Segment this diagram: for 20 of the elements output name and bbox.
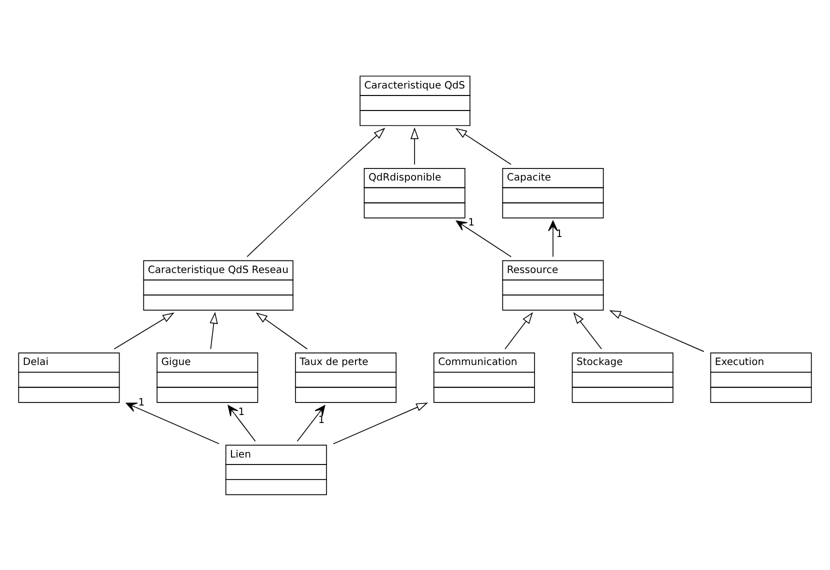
arrow [573,312,602,350]
edge-label: 1 [318,414,325,426]
arrow [126,402,220,444]
arrow [210,312,218,350]
arrow [548,220,558,258]
arrow [504,312,533,350]
edge-label: 1 [468,218,474,229]
arrow [256,312,308,350]
arrow [228,405,256,442]
edge-label: 1 [138,397,145,408]
arrow [114,312,174,350]
arrow [332,402,428,444]
arrow [455,128,512,165]
arrow [296,405,326,442]
arrow [456,220,512,258]
arrow [609,310,704,352]
edge-label: 1 [556,229,563,240]
arrow [410,127,419,165]
arrow [246,128,386,258]
edge-label: 1 [238,407,245,418]
